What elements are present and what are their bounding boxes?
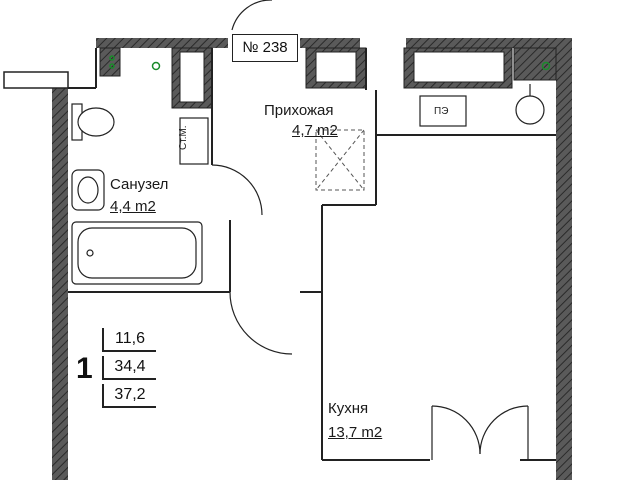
top-wall-right xyxy=(406,38,556,48)
shaft-interiors xyxy=(179,51,505,103)
interior-walls xyxy=(68,48,556,461)
rooms-count: 1 xyxy=(76,352,93,385)
hallway-name: Прихожая xyxy=(264,102,334,119)
electric-panel-tag: ПЭ xyxy=(434,106,449,117)
bathroom-name: Санузел xyxy=(110,176,169,193)
top-wall-mid xyxy=(300,38,360,48)
hallway-closet xyxy=(315,129,365,191)
electric-panel-box xyxy=(419,95,467,127)
door-swings xyxy=(211,0,529,460)
kitchen-name: Кухня xyxy=(328,400,369,417)
kitchen-area: 13,7 m2 xyxy=(328,424,383,441)
riser-tag: Ст.М. xyxy=(178,125,189,150)
living-area: 11,6 xyxy=(102,328,156,352)
right-wall xyxy=(556,38,572,480)
exterior-walls xyxy=(3,38,572,480)
hallway-area: 4,7 m2 xyxy=(292,122,338,139)
riser-box xyxy=(179,117,209,165)
stove-icon xyxy=(515,95,545,125)
shaft-markers xyxy=(109,55,551,71)
balcony-ledge xyxy=(3,71,69,89)
total-area-with-balcony: 37,2 xyxy=(102,384,156,408)
toilet-bowl-icon xyxy=(77,107,115,137)
apartment-number: № 238 xyxy=(232,34,298,62)
kitchen-fixtures xyxy=(419,84,545,127)
bathroom-area: 4,4 m2 xyxy=(110,198,156,215)
area-stats: 11,6 34,4 37,2 xyxy=(102,328,156,412)
bathroom-fixtures xyxy=(71,103,203,285)
total-area: 34,4 xyxy=(102,356,156,380)
left-wall xyxy=(52,88,68,480)
top-wall-left xyxy=(96,38,228,48)
